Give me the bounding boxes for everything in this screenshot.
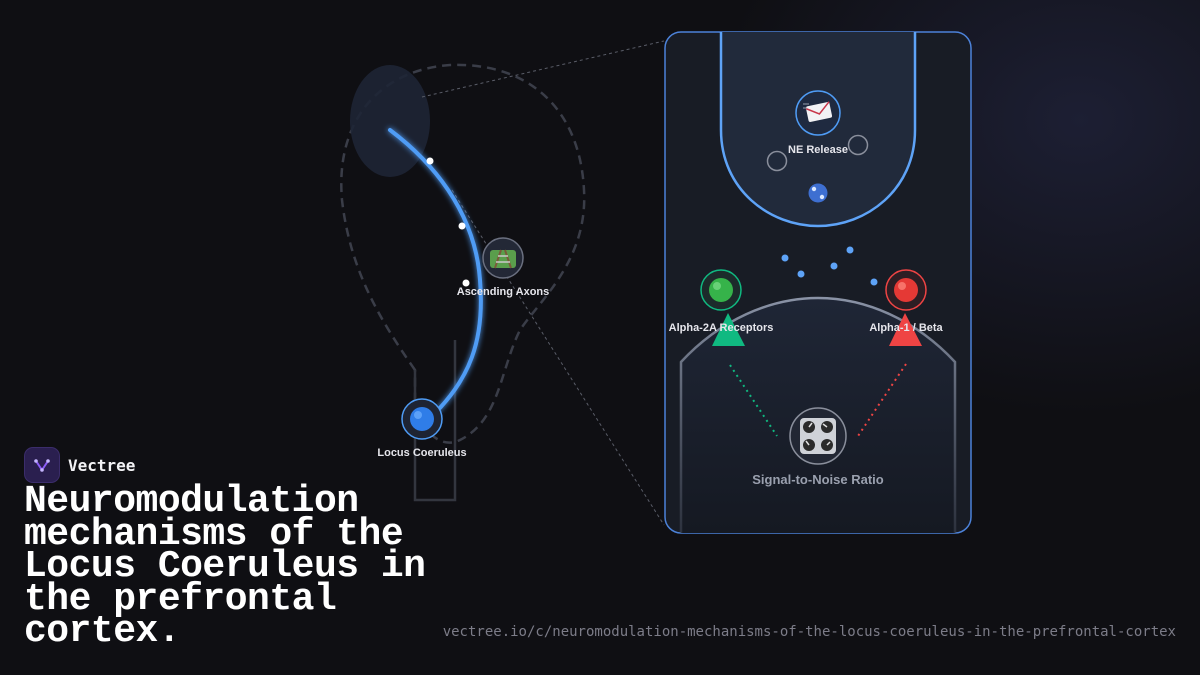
empty-vesicle: [766, 150, 788, 172]
signal-dot: [462, 279, 470, 287]
railway-track-icon: [490, 249, 516, 269]
alpha1-beta-node: Alpha-1 / Beta: [869, 269, 944, 334]
alpha1-beta-signal: [857, 363, 907, 437]
brand[interactable]: Vectree: [24, 447, 135, 483]
envelope-arrow-icon: [803, 101, 833, 122]
alpha2a-label: Alpha-2A Receptors: [669, 322, 774, 334]
filled-vesicle: [808, 183, 828, 203]
brand-name: Vectree: [68, 455, 136, 475]
ne-release-node: NE Release: [788, 90, 848, 156]
zoom-line-top: [421, 40, 665, 98]
red-circle-icon: [894, 278, 918, 302]
ne-release-label: NE Release: [788, 144, 848, 156]
locus-coeruleus-node: Locus Coeruleus: [377, 398, 467, 459]
blue-circle-icon: [410, 407, 434, 431]
prefrontal-region: [350, 65, 430, 177]
ascending-axons-label: Ascending Axons: [457, 286, 550, 298]
control-knobs-icon: [800, 418, 836, 454]
zoom-line-bottom: [451, 189, 665, 526]
empty-vesicle: [847, 134, 869, 156]
signal-dot: [458, 222, 466, 230]
ne-molecule: [781, 254, 789, 262]
ne-molecule: [830, 262, 838, 270]
snr-node: Signal-to-Noise Ratio: [752, 407, 884, 487]
alpha2a-receptor: [712, 313, 745, 346]
ne-molecule: [846, 246, 854, 254]
vectree-logo-icon: [24, 447, 60, 483]
ascending-axons-node: Ascending Axons: [457, 237, 550, 298]
ne-molecule: [797, 270, 805, 278]
snr-label: Signal-to-Noise Ratio: [752, 472, 884, 487]
ascending-pathway: [388, 128, 483, 420]
ne-molecule: [870, 278, 878, 286]
locus-coeruleus-label: Locus Coeruleus: [377, 447, 466, 459]
alpha2a-node: Alpha-2A Receptors: [669, 269, 774, 334]
alpha1-beta-receptor: [889, 313, 922, 346]
page-url[interactable]: vectree.io/c/neuromodulation-mechanisms-…: [442, 624, 1176, 640]
page-title: Neuromodulation mechanisms of the Locus …: [24, 480, 426, 653]
brain-outline: [340, 63, 586, 444]
signal-dot: [426, 157, 434, 165]
alpha1-beta-label: Alpha-1 / Beta: [869, 322, 943, 334]
alpha2a-signal: [729, 364, 778, 437]
green-circle-icon: [709, 278, 733, 302]
